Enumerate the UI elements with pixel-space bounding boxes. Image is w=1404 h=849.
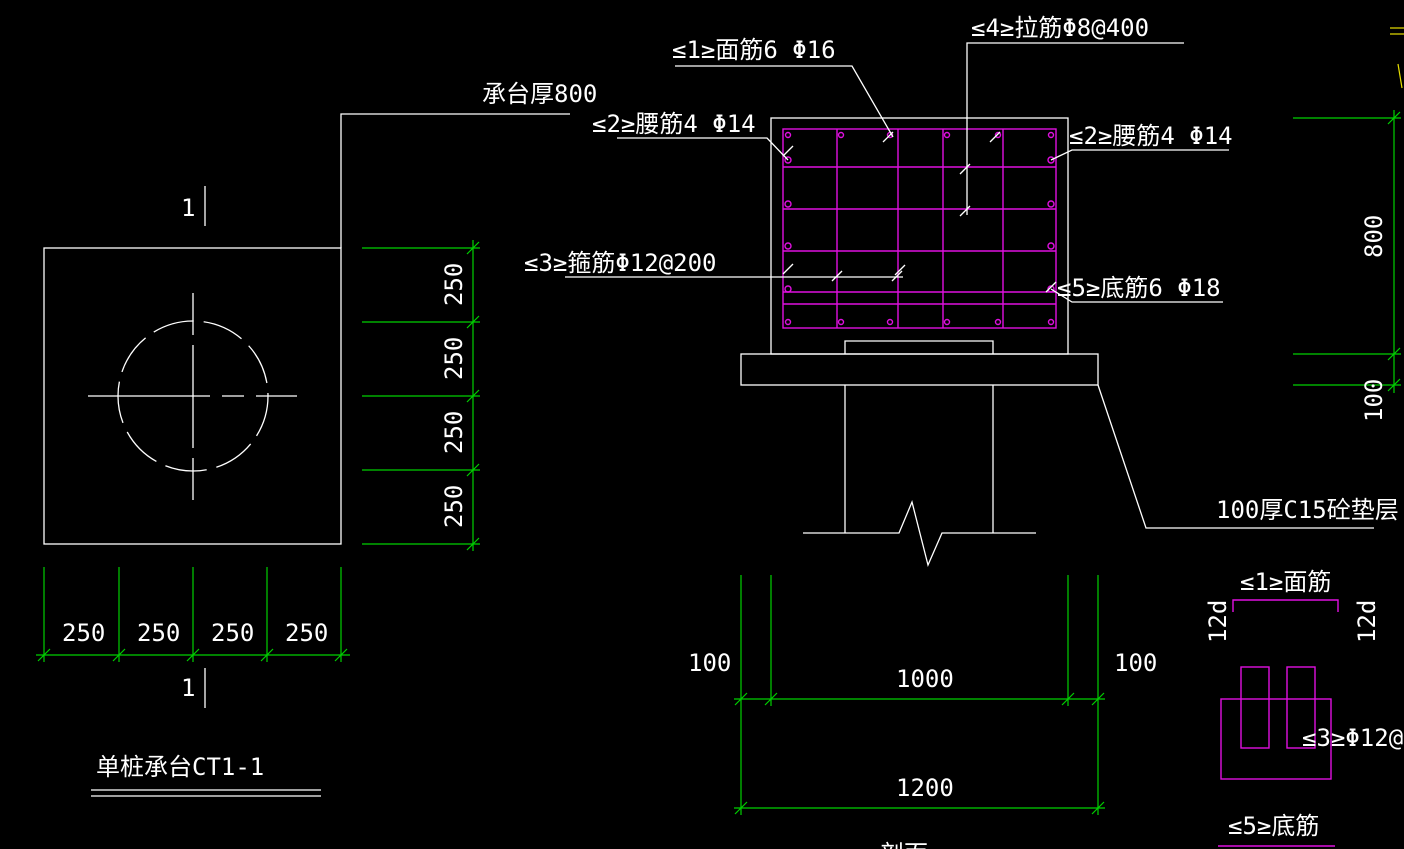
plan-view: 承台厚800 1 1 250 250 250 250 [36,80,597,797]
detail-stirrup-label: ≤3≥Φ12@ [1302,724,1403,752]
plan-title: 单桩承台CT1-1 [96,753,264,781]
detail-stirrup-left [1240,666,1270,749]
detail-top-bar-label: ≤1≥面筋 [1240,568,1331,596]
leader-ties [966,42,1184,215]
section-dim-bedding-label: 100 [1360,379,1388,422]
pile-cap-outline [43,247,342,545]
plan-dim-v-3: 250 [440,411,468,454]
plan-dim-v-4: 250 [440,485,468,528]
clipped-note-mark [1390,27,1404,89]
thickness-leader [340,113,570,248]
section-dim-height [1293,110,1401,393]
section-dim-middle: 1000 [896,665,954,693]
section-dim-left: 100 [688,649,731,677]
section-dim-right: 100 [1114,649,1157,677]
detail-top-bar-shape [1232,599,1339,612]
plan-dim-h-3: 250 [211,619,254,647]
cap-section-outline [770,117,1069,355]
label-stirrups: ≤3≥箍筋Φ12@200 [524,249,717,277]
section-mark-top: 1 [181,194,195,222]
section-dim-height-label: 800 [1360,215,1388,258]
label-waist-left: ≤2≥腰筋4 Φ14 [592,110,756,138]
section-dim-total: 1200 [896,774,954,802]
plan-dim-v-2: 250 [440,337,468,380]
plan-dim-horizontal [36,567,350,662]
detail-bottom-frame [1220,698,1332,780]
label-top-bars: ≤1≥面筋6 Φ16 [672,36,836,64]
section-view: ≤1≥面筋6 Φ16 ≤4≥拉筋Φ8@400 ≤2≥腰筋4 Φ14 ≤2≥腰筋4… [524,14,1401,849]
section-caption: 剖面 [880,840,928,849]
detail-stirrup-right [1286,666,1316,749]
label-bottom-bars: ≤5≥底筋6 Φ18 [1057,274,1221,302]
detail-hook-left: 12d [1204,600,1232,643]
leader-top-bars [675,65,894,138]
rebar-cage [782,128,1057,329]
plan-dim-v-1: 250 [440,263,468,306]
pile-break-line [803,499,1036,567]
leader-bottom-bars [1050,288,1223,303]
leader-waist-left [617,137,789,161]
detail-hook-right: 12d [1353,600,1381,643]
plan-dim-h-1: 250 [62,619,105,647]
label-ties: ≤4≥拉筋Φ8@400 [971,14,1149,42]
plan-dim-h-4: 250 [285,619,328,647]
pile-centerline [88,293,297,500]
thickness-note: 承台厚800 [482,80,597,108]
section-mark-bottom: 1 [181,674,195,702]
detail-bottom-bar-label: ≤5≥底筋 [1228,812,1319,840]
leader-waist-right [1050,149,1229,161]
leader-ticks [782,131,1057,293]
pile-embed-top [844,340,994,354]
bar-details: ≤1≥面筋 12d 12d ≤3≥Φ12@ ≤5≥底筋 [1204,568,1403,847]
plan-dim-vertical [362,240,480,551]
bedding-layer [740,353,1099,386]
leader-bedding [1097,384,1374,529]
section-dim-width [734,575,1105,815]
label-bedding: 100厚C15砼垫层 [1216,496,1399,524]
label-waist-right: ≤2≥腰筋4 Φ14 [1069,122,1233,150]
plan-dim-h-2: 250 [137,619,180,647]
